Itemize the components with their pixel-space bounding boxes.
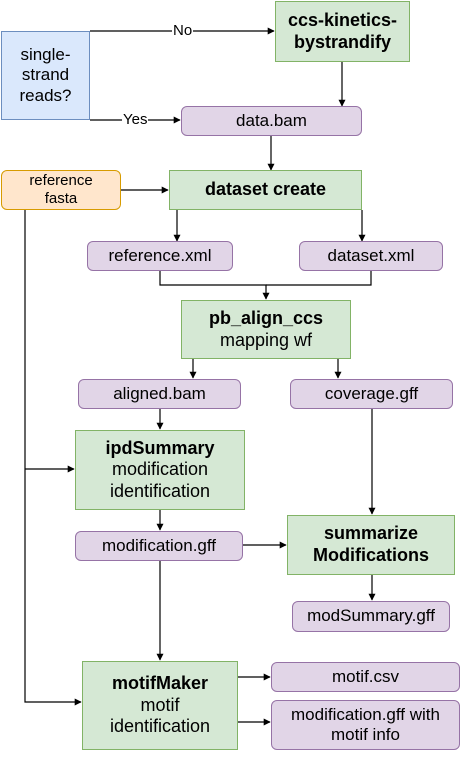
node-motif-csv-label: motif.csv bbox=[331, 666, 400, 686]
node-summarize-label: summarize Modifications bbox=[313, 523, 429, 565]
node-coverage-gff: coverage.gff bbox=[290, 379, 453, 409]
node-reference-xml: reference.xml bbox=[87, 241, 233, 271]
node-aligned-bam: aligned.bam bbox=[78, 379, 241, 409]
node-ipdsummary-title: ipdSummary bbox=[105, 437, 215, 458]
node-modification-gff-motif-info-label: modification.gff with motif info bbox=[291, 704, 440, 744]
node-data-bam: data.bam bbox=[181, 106, 362, 136]
node-reference-fasta-label: reference fasta bbox=[29, 172, 93, 207]
node-ccs-kinetics-bystrandify: ccs-kinetics- bystrandify bbox=[275, 1, 410, 62]
node-motifmaker-sub: motif identification bbox=[109, 694, 211, 737]
node-data-bam-label: data.bam bbox=[236, 110, 307, 130]
node-motifmaker: motifMaker motif identification bbox=[82, 661, 238, 750]
node-dataset-create-label: dataset create bbox=[204, 179, 327, 200]
node-summarize-modifications: summarize Modifications bbox=[287, 515, 455, 575]
node-pb-align-ccs-sub: mapping wf bbox=[219, 329, 313, 350]
edge-label-yes: Yes bbox=[122, 111, 149, 128]
node-modification-gff: modification.gff bbox=[75, 531, 243, 561]
node-motif-csv: motif.csv bbox=[271, 662, 460, 692]
node-pb-align-ccs-title: pb_align_ccs bbox=[208, 307, 324, 328]
node-modsummary-gff: modSummary.gff bbox=[292, 601, 450, 632]
edge-dsxml-to-align bbox=[266, 271, 372, 286]
node-ccs-kinetics-label: ccs-kinetics- bystrandify bbox=[287, 9, 398, 52]
edge-refxml-to-align bbox=[159, 271, 270, 300]
node-reference-xml-label: reference.xml bbox=[108, 245, 212, 265]
node-ipdsummary-sub: modification identification bbox=[109, 459, 211, 501]
node-single-strand-reads-label: single- strand reads? bbox=[19, 44, 72, 105]
node-dataset-xml: dataset.xml bbox=[299, 241, 443, 271]
node-dataset-create: dataset create bbox=[169, 170, 362, 210]
node-pb-align-ccs: pb_align_ccs mapping wf bbox=[181, 300, 351, 359]
node-modification-gff-label: modification.gff bbox=[101, 535, 217, 555]
node-ipdsummary: ipdSummary modification identification bbox=[75, 430, 245, 510]
node-modification-gff-motif-info: modification.gff with motif info bbox=[271, 700, 460, 750]
edge-reference-to-ipd bbox=[24, 210, 82, 706]
node-coverage-gff-label: coverage.gff bbox=[324, 383, 419, 403]
node-motifmaker-title: motifMaker bbox=[111, 673, 209, 694]
node-single-strand-reads: single- strand reads? bbox=[1, 31, 90, 120]
node-dataset-xml-label: dataset.xml bbox=[327, 245, 415, 265]
edge-label-no: No bbox=[172, 22, 194, 39]
node-aligned-bam-label: aligned.bam bbox=[113, 383, 206, 403]
node-reference-fasta: reference fasta bbox=[1, 170, 121, 210]
node-modsummary-gff-label: modSummary.gff bbox=[307, 606, 435, 626]
